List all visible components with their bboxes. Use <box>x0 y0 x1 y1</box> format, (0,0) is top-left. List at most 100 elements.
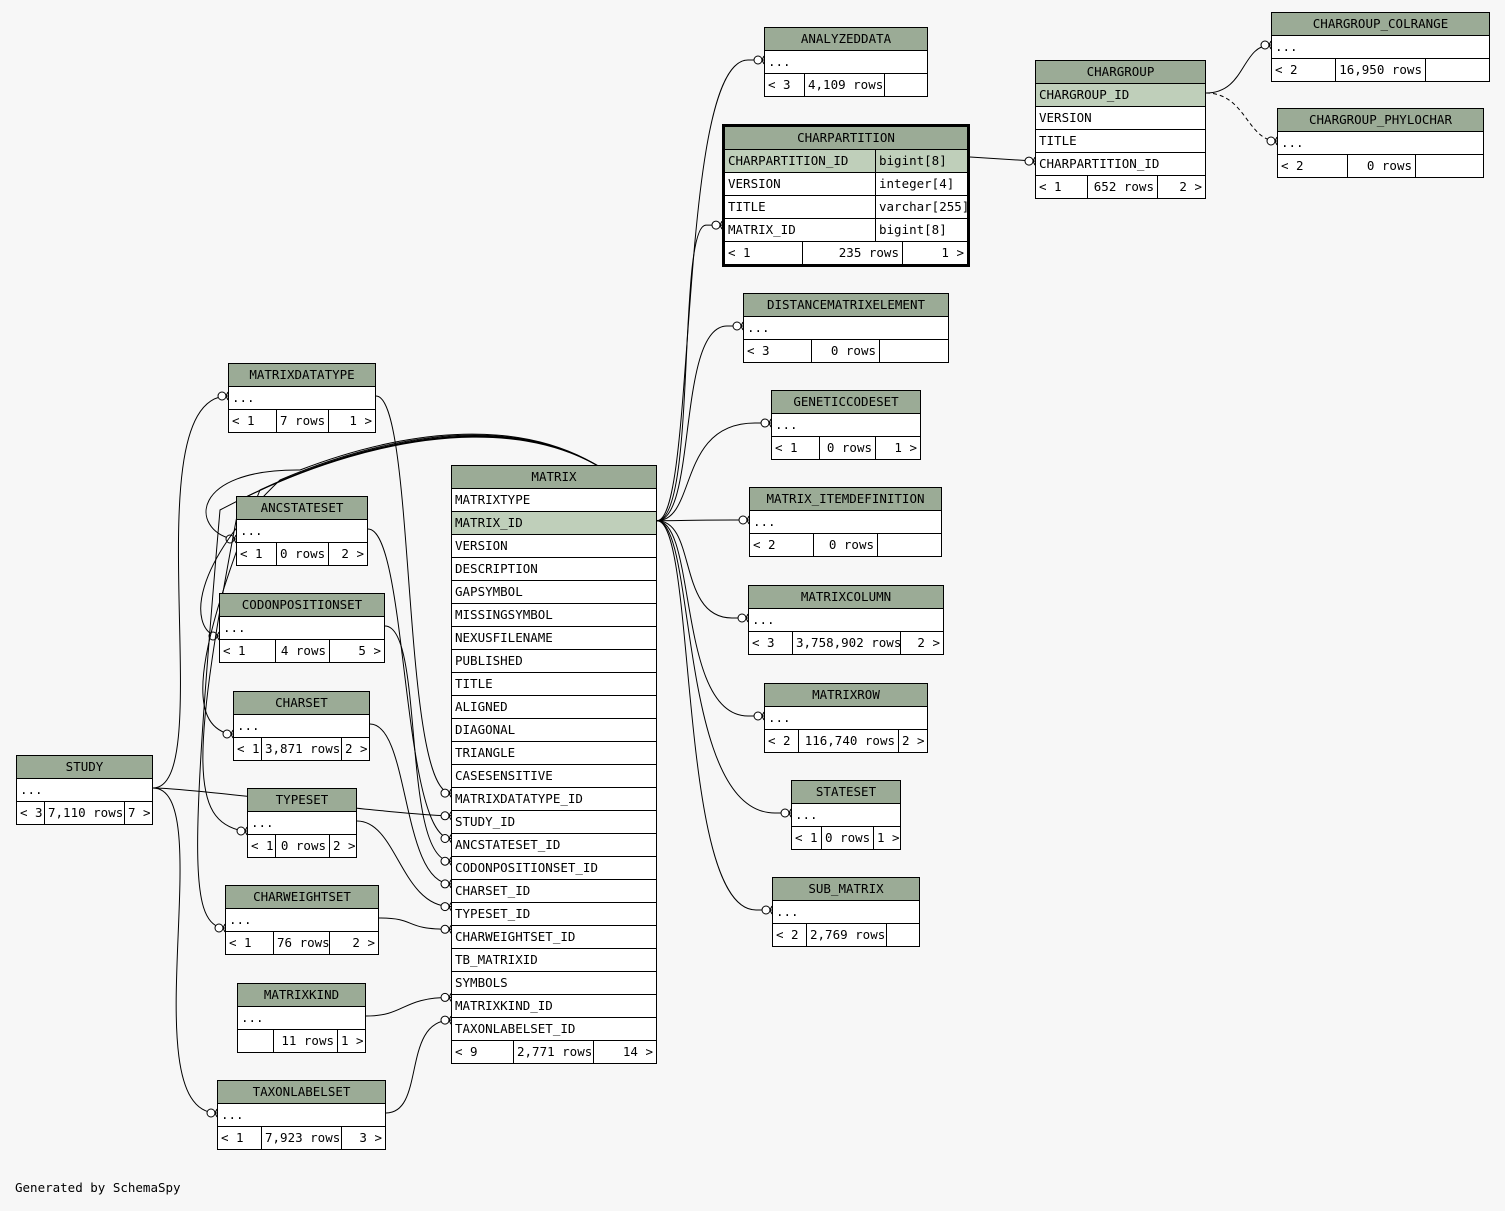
table-title[interactable]: CHARGROUP <box>1036 61 1205 84</box>
parent-count[interactable]: < 3 <box>744 340 812 362</box>
table-title[interactable]: ANCSTATESET <box>237 497 367 520</box>
child-count[interactable] <box>885 74 927 96</box>
parent-count[interactable]: < 1 <box>226 932 274 954</box>
table-title[interactable]: CHARWEIGHTSET <box>226 886 378 909</box>
many-end-marker <box>230 729 234 739</box>
child-count[interactable] <box>878 534 941 556</box>
table-title[interactable]: SUB_MATRIX <box>773 878 919 901</box>
parent-count[interactable]: < 1 <box>229 410 277 432</box>
table-title[interactable]: TAXONLABELSET <box>218 1081 385 1104</box>
table-title[interactable]: TYPESET <box>248 789 356 812</box>
column-name: VERSION <box>455 538 508 553</box>
parent-count[interactable]: < 1 <box>1036 176 1088 198</box>
parent-count[interactable]: < 3 <box>17 802 45 824</box>
table-title[interactable]: CHARSET <box>234 692 369 715</box>
parent-count[interactable]: < 1 <box>237 543 277 565</box>
child-count[interactable]: 2 > <box>917 635 940 650</box>
child-count[interactable]: 2 > <box>333 838 356 853</box>
child-count[interactable]: 1 > <box>941 245 964 260</box>
parent-count[interactable]: < 1 <box>234 738 262 760</box>
row-count: 16,950 rows <box>1336 59 1426 81</box>
table-title[interactable]: MATRIXKIND <box>238 984 365 1007</box>
table-title[interactable]: MATRIX_ITEMDEFINITION <box>750 488 941 511</box>
child-count[interactable] <box>880 340 948 362</box>
child-count[interactable]: 1 > <box>341 1033 364 1048</box>
parent-count[interactable]: < 3 <box>749 632 793 654</box>
parent-count[interactable]: < 9 <box>452 1041 514 1063</box>
table-title[interactable]: CHARGROUP_COLRANGE <box>1272 13 1489 36</box>
child-count[interactable] <box>887 924 919 946</box>
parent-count[interactable]: < 2 <box>765 730 799 752</box>
parent-count[interactable] <box>238 1030 274 1052</box>
child-count[interactable]: 3 > <box>359 1130 382 1145</box>
parent-count[interactable]: < 2 <box>1272 59 1336 81</box>
table-title[interactable]: MATRIXROW <box>765 684 927 707</box>
child-count[interactable]: 2 > <box>345 741 368 756</box>
table-title[interactable]: CHARGROUP_PHYLOCHAR <box>1278 109 1483 132</box>
parent-count[interactable]: < 2 <box>1278 155 1348 177</box>
table-title[interactable]: GENETICCODESET <box>772 391 920 414</box>
column-row: TRIANGLE <box>452 742 656 765</box>
parent-count[interactable]: < 1 <box>772 437 820 459</box>
table-title[interactable]: MATRIXDATATYPE <box>229 364 375 387</box>
relationship-line <box>656 520 772 911</box>
column-name: ALIGNED <box>455 699 508 714</box>
child-count[interactable]: 14 > <box>622 1044 653 1059</box>
child-count[interactable]: 7 > <box>128 805 151 820</box>
child-count[interactable]: 1 > <box>894 440 917 455</box>
child-count[interactable]: 5 > <box>358 643 381 658</box>
column-name: ... <box>775 417 798 432</box>
child-count[interactable]: 2 > <box>341 546 364 561</box>
parent-count[interactable]: < 2 <box>773 924 807 946</box>
many-end-marker <box>214 1108 218 1118</box>
parent-count[interactable]: < 1 <box>792 827 822 849</box>
table-title[interactable]: MATRIX <box>452 466 656 489</box>
parent-count[interactable]: < 1 <box>218 1127 262 1149</box>
parent-count[interactable]: < 2 <box>750 534 814 556</box>
child-count[interactable] <box>1416 155 1483 177</box>
table-title[interactable]: DISTANCEMATRIXELEMENT <box>744 294 948 317</box>
parent-count[interactable]: < 1 <box>248 835 276 857</box>
table-title[interactable]: STUDY <box>17 756 152 779</box>
table-title[interactable]: CODONPOSITIONSET <box>220 594 384 617</box>
child-count[interactable]: 1 > <box>349 413 372 428</box>
parent-count[interactable]: < 3 <box>765 74 805 96</box>
table-title[interactable]: STATESET <box>792 781 900 804</box>
parent-count[interactable]: < 1 <box>725 242 803 264</box>
table-title[interactable]: MATRIXCOLUMN <box>749 586 943 609</box>
child-count[interactable] <box>1426 59 1489 81</box>
table-title[interactable]: CHARPARTITION <box>725 127 967 150</box>
child-count[interactable]: 1 > <box>877 830 900 845</box>
column-name: VERSION <box>728 176 781 191</box>
column-name: ... <box>795 807 818 822</box>
child-count[interactable]: 2 > <box>352 935 375 950</box>
child-count[interactable]: 2 > <box>1179 179 1202 194</box>
table-title[interactable]: ANALYZEDDATA <box>765 28 927 51</box>
child-count[interactable]: 2 > <box>902 733 925 748</box>
parent-count[interactable]: < 1 <box>220 640 276 662</box>
